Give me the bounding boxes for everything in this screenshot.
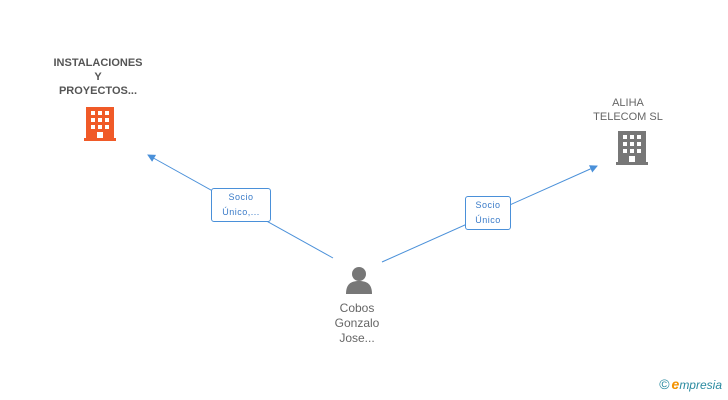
- company-right-line-1: ALIHA: [612, 97, 644, 109]
- building-icon[interactable]: [616, 131, 648, 165]
- person-icon[interactable]: [345, 266, 373, 294]
- building-icon[interactable]: [84, 107, 116, 141]
- edge-label-left-line-1: Socio: [228, 192, 254, 202]
- person-line-2: Gonzalo: [334, 316, 380, 330]
- company-left-line-2: Y: [94, 71, 102, 83]
- person-label[interactable]: Cobos Gonzalo Jose...: [307, 301, 407, 346]
- company-left-line-1: INSTALACIONES: [53, 57, 143, 69]
- company-left-label[interactable]: INSTALACIONES Y PROYECTOS...: [38, 56, 158, 98]
- company-left-line-3: PROYECTOS...: [58, 85, 138, 97]
- edge-label-right-line-1: Socio: [475, 200, 501, 210]
- edge-label-right-line-2: Único: [475, 215, 501, 225]
- company-right-label[interactable]: ALIHA TELECOM SL: [578, 96, 678, 124]
- company-right-line-2: TELECOM SL: [593, 111, 663, 123]
- empresia-logo-initial: e: [671, 376, 680, 392]
- person-line-3: Jose...: [339, 331, 375, 345]
- person-line-1: Cobos: [339, 301, 375, 315]
- edge-label-left[interactable]: Socio Único,...: [211, 188, 271, 222]
- edge-label-left-line-2: Único,...: [222, 207, 260, 217]
- empresia-watermark[interactable]: ©empresia: [659, 376, 722, 392]
- empresia-logo-text: mpresia: [679, 378, 722, 392]
- edge-label-right[interactable]: Socio Único: [465, 196, 511, 230]
- copyright-symbol: ©: [659, 376, 670, 392]
